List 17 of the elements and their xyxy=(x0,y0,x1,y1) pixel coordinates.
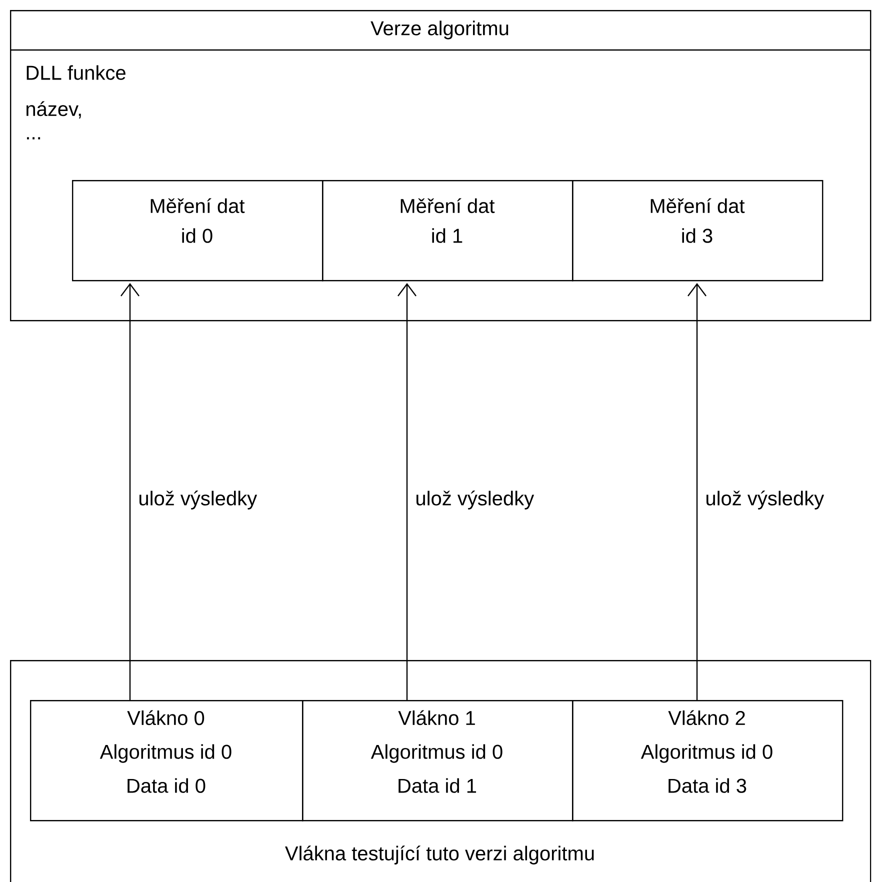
thread-box: Vlákno 1 Algoritmus id 0 Data id 1 xyxy=(302,700,574,822)
data-box: Měření dat id 1 xyxy=(322,180,574,282)
arrow xyxy=(398,283,416,700)
panel-caption: Vlákna testující tuto verzi algoritmu xyxy=(285,846,594,864)
edge-label: ulož výsledky xyxy=(136,488,260,512)
note-text: DLL funkce xyxy=(26,65,126,80)
edge-label: ulož výsledky xyxy=(703,488,826,512)
thread-box: Vlákno 2 Algoritmus id 0 Data id 3 xyxy=(572,700,844,822)
note-text: název, xyxy=(26,101,81,118)
thread-box: Vlákno 0 Algoritmus id 0 Data id 0 xyxy=(30,700,304,822)
note-text: ... xyxy=(27,137,40,140)
edge-label: ulož výsledky xyxy=(413,488,536,512)
panel-title: Verze algoritmu xyxy=(370,20,508,40)
arrow xyxy=(688,283,706,700)
arrow xyxy=(120,283,140,700)
data-box: Měření dat id 0 xyxy=(72,180,324,282)
data-box: Měření dat id 3 xyxy=(572,180,824,282)
